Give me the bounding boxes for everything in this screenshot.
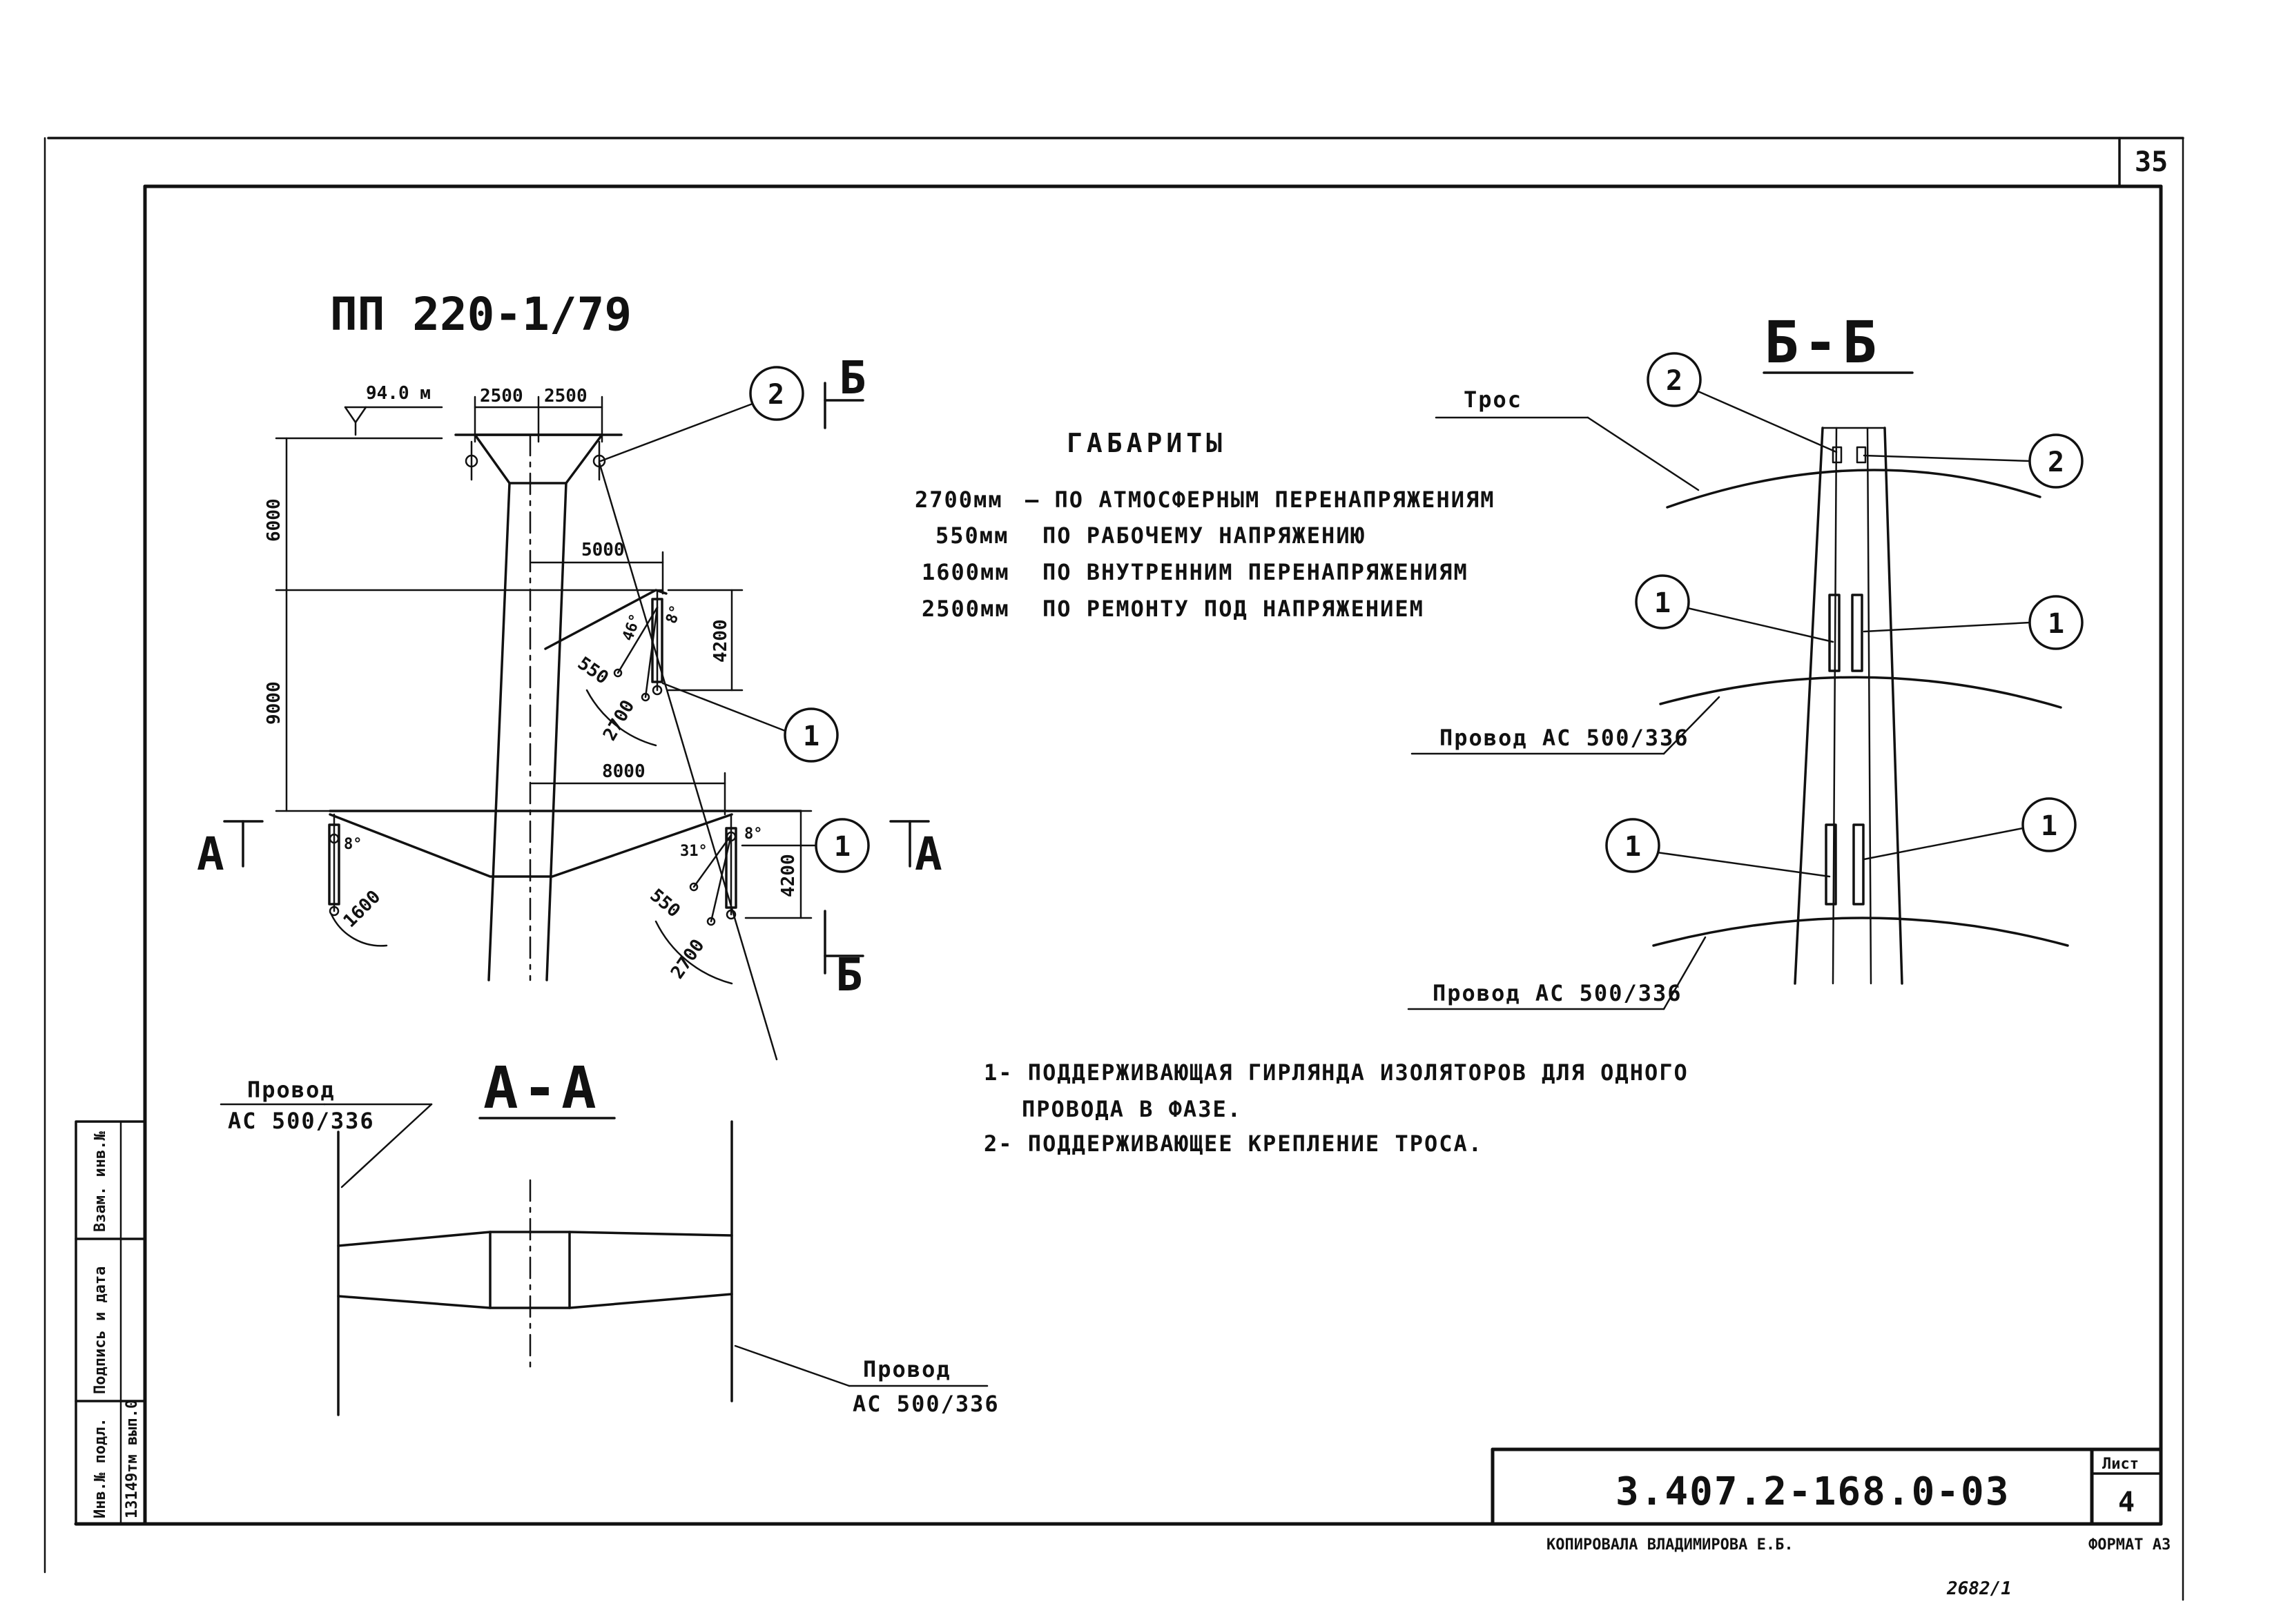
callout-2-bb-left-num: 2 (1666, 365, 1682, 397)
section-mark-a-left: А (197, 828, 224, 881)
sheet-frame: 35 (43, 137, 2184, 1601)
section-bb: Б-Б Трос Провод АС 500/336 Провод АС 500… (1407, 309, 2084, 1010)
callout-2-bb-right (2028, 433, 2084, 489)
section-bb-wire1: Провод АС 500/336 (1439, 725, 1689, 751)
gabarity-title: ГАБАРИТЫ (1067, 428, 1226, 458)
drawing-code: 3.407.2-168.0-03 (1615, 1469, 2010, 1514)
inventory-note: 2682/1 (1946, 1578, 2012, 1599)
section-mark-b-top: Б (839, 351, 866, 404)
section-mark-a-right: А (915, 828, 942, 881)
callout-2-tower (749, 366, 804, 421)
list-number: 4 (2118, 1487, 2135, 1518)
section-mark-b-bottom: Б (835, 948, 863, 1001)
section-bb-tros: Трос (1464, 387, 1522, 413)
dim-insul-upper: 4200 (710, 619, 731, 663)
stamp-label-sign: Подпись и дата (92, 1266, 109, 1394)
clear-550-upper: 550 (574, 653, 612, 689)
side-stamp: Инв.№ подл. 13149тм вып.0 Подпись и дата… (75, 1120, 146, 1525)
section-aa-wire-left-l2: АС 500/336 (228, 1108, 375, 1134)
list-label: Лист (2102, 1456, 2139, 1473)
gabarity-row-1-text: – ПО АТМОСФЕРНЫМ ПЕРЕНАПРЯЖЕНИЯМ (1025, 487, 1495, 513)
gabarity-row-1-value: 2700мм (915, 487, 1003, 513)
section-aa-title: А-А (483, 1054, 601, 1122)
dim-top-left: 2500 (480, 386, 523, 407)
callout-1-tower-lower (815, 818, 870, 873)
section-bb-wire2: Провод АС 500/336 (1433, 980, 1682, 1006)
tower-elevation-value: 94.0 м (366, 383, 431, 404)
callout-2-tower-num: 2 (768, 379, 784, 411)
clear-2700-lower: 2700 (667, 936, 708, 984)
section-bb-title: Б-Б (1764, 309, 1881, 376)
angle-8a: 8° (663, 603, 686, 626)
callout-1-bb-upper-left (1635, 574, 1690, 629)
clear-1600: 1600 (340, 886, 385, 931)
legend: 1- ПОДДЕРЖИВАЮЩАЯ ГИРЛЯНДА ИЗОЛЯТОРОВ ДЛ… (984, 1059, 1689, 1157)
callout-1-bb-upper-left-num: 1 (1654, 587, 1671, 619)
gabarity-block: ГАБАРИТЫ 2700мм – ПО АТМОСФЕРНЫМ ПЕРЕНАП… (915, 428, 1495, 622)
angle-8b: 8° (344, 836, 362, 853)
tower-name: ПП 220-1/79 (330, 288, 632, 341)
dim-top-right: 2500 (544, 386, 588, 407)
clear-550-lower: 550 (646, 885, 684, 921)
stamp-label-inv: Инв.№ подл. (92, 1418, 109, 1518)
dim-insul-lower: 4200 (778, 854, 799, 897)
gabarity-row-2-text: ПО РАБОЧЕМУ НАПРЯЖЕНИЮ (1042, 522, 1366, 549)
dim-height-9000: 9000 (264, 681, 284, 725)
angle-46: 46° (619, 612, 645, 643)
callout-1-bb-upper-right-num: 1 (2048, 608, 2064, 640)
callout-1-bb-lower-right-num: 1 (2041, 810, 2057, 842)
angle-31: 31° (680, 843, 708, 860)
callout-1-bb-lower-right (2021, 797, 2077, 852)
gabarity-row-3-text: ПО ВНУТРЕННИМ ПЕРЕНАПРЯЖЕНИЯМ (1042, 559, 1468, 585)
callout-1-tower-upper (784, 707, 839, 763)
gabarity-row-2-value: 550мм (935, 522, 1009, 549)
callout-1-bb-lower-left (1605, 818, 1660, 873)
stamp-value-inv: 13149тм вып.0 (124, 1400, 141, 1518)
gabarity-row-3-value: 1600мм (922, 559, 1010, 585)
angle-8c: 8° (744, 825, 763, 843)
callout-1-bb-lower-left-num: 1 (1624, 831, 1641, 863)
copied-by: КОПИРОВАЛА ВЛАДИМИРОВА Е.Б. (1546, 1536, 1794, 1554)
section-aa-wire-right-l1: Провод (863, 1356, 951, 1382)
stamp-label-replace: Взам. инв.№ (92, 1131, 109, 1232)
callout-2-bb-left (1647, 352, 1702, 407)
callout-1-tower-lower-num: 1 (834, 831, 851, 863)
legend-item-1-line2: ПРОВОДА В ФАЗЕ. (1022, 1096, 1242, 1122)
dim-arm-5000: 5000 (581, 540, 625, 560)
callout-1-tower-upper-num: 1 (803, 721, 819, 752)
dim-arm-8000: 8000 (602, 761, 646, 782)
callout-1-bb-upper-right (2028, 595, 2084, 650)
section-aa: А-А Провод АС 500/336 Провод АС 500/336 (220, 1054, 1000, 1417)
title-block: 3.407.2-168.0-03 Лист 4 КОПИРОВАЛА ВЛАДИ… (1491, 1447, 2171, 1599)
section-aa-wire-left-l1: Провод (247, 1077, 336, 1103)
legend-item-2-line1: 2- ПОДДЕРЖИВАЮЩЕЕ КРЕПЛЕНИЕ ТРОСА. (984, 1131, 1483, 1157)
format-label: ФОРМАТ А3 (2088, 1536, 2171, 1554)
gabarity-row-4-value: 2500мм (922, 596, 1010, 622)
section-aa-wire-right-l2: АС 500/336 (853, 1391, 1000, 1417)
page-number: 35 (2135, 146, 2168, 178)
dim-height-6000: 6000 (264, 498, 284, 542)
gabarity-row-4-text: ПО РЕМОНТУ ПОД НАПРЯЖЕНИЕМ (1042, 596, 1424, 622)
tower-elevation: ПП 220-1/79 94.0 м 2500 2500 6000 9000 (197, 288, 942, 1061)
callout-2-bb-right-num: 2 (2048, 447, 2064, 478)
legend-item-1-line1: 1- ПОДДЕРЖИВАЮЩАЯ ГИРЛЯНДА ИЗОЛЯТОРОВ ДЛ… (984, 1059, 1689, 1086)
